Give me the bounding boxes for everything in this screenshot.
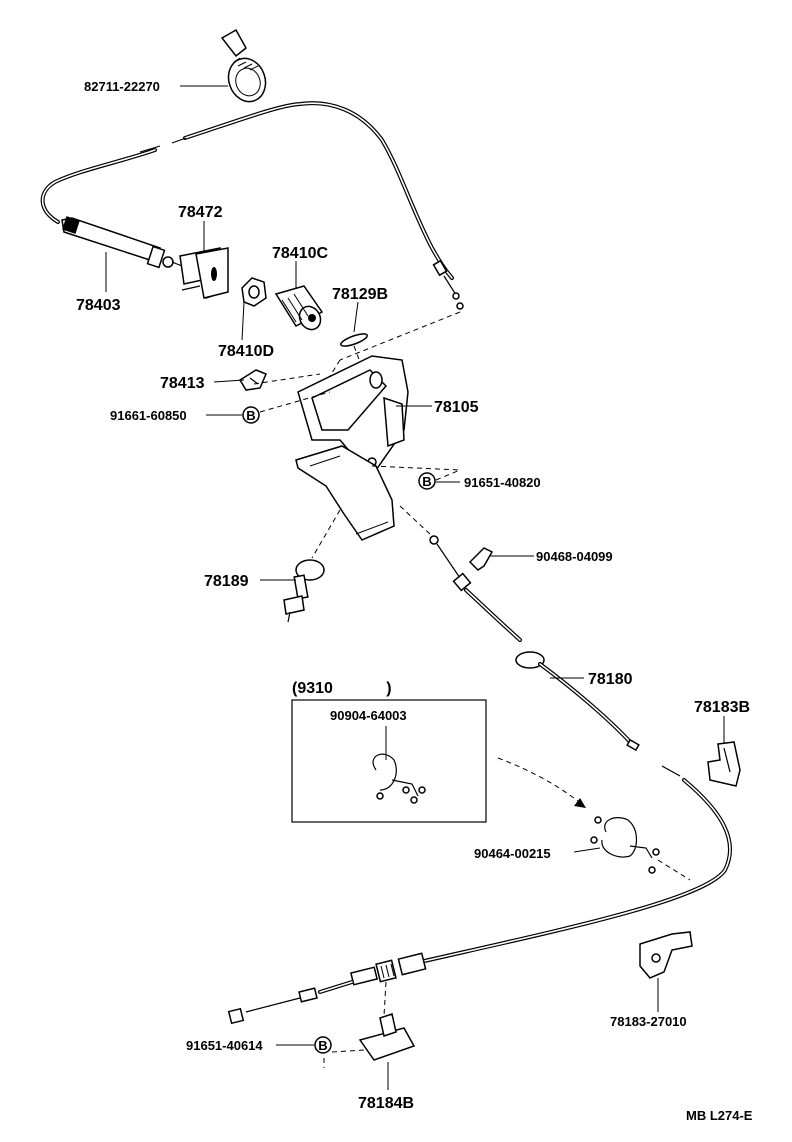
cable-78180 bbox=[429, 535, 640, 752]
label-78129B: 78129B bbox=[332, 286, 388, 303]
svg-text:B: B bbox=[318, 1038, 327, 1053]
cable-housing-78403 bbox=[61, 216, 183, 269]
label-78184B: 78184B bbox=[358, 1095, 414, 1112]
label-91661-60850: 91661-60850 bbox=[110, 408, 187, 423]
nut-78410D bbox=[241, 277, 267, 307]
bolt-marker-91651-40614: B bbox=[314, 1036, 332, 1054]
upper-cable bbox=[40, 101, 464, 310]
o-ring-78129B bbox=[340, 333, 368, 347]
label-78183B: 78183B bbox=[694, 699, 750, 716]
hose-clamp-82711 bbox=[220, 28, 267, 103]
clip-90464-00215 bbox=[590, 816, 660, 874]
label-91651-40614: 91651-40614 bbox=[186, 1038, 263, 1053]
clip-90468-04099 bbox=[468, 547, 494, 571]
label-78472: 78472 bbox=[178, 204, 223, 221]
stopper-bolt-78189 bbox=[283, 559, 325, 623]
label-90468-04099: 90468-04099 bbox=[536, 549, 613, 564]
label-90464-00215: 90464-00215 bbox=[474, 846, 551, 861]
clip-78183-27010 bbox=[639, 931, 693, 979]
label-78403: 78403 bbox=[76, 297, 121, 314]
pedal-pad bbox=[295, 445, 395, 541]
assembly-lines bbox=[253, 311, 691, 1068]
inset-arrow bbox=[497, 757, 586, 808]
lower-cable bbox=[227, 765, 732, 1025]
diagram-code: MB L274-E bbox=[686, 1108, 753, 1123]
bracket-78183B bbox=[707, 741, 741, 787]
label-90904-64003: 90904-64003 bbox=[330, 708, 407, 723]
leader-lines bbox=[105, 85, 725, 1090]
label-78410C: 78410C bbox=[272, 245, 328, 262]
label-78183-27010: 78183-27010 bbox=[610, 1014, 687, 1029]
clip-78413 bbox=[238, 369, 267, 391]
bracket-78472 bbox=[179, 247, 229, 299]
svg-text:B: B bbox=[246, 408, 255, 423]
knob-78410C bbox=[274, 285, 324, 331]
label-78189: 78189 bbox=[204, 573, 249, 590]
clip-78184B bbox=[358, 1013, 416, 1061]
label-78413: 78413 bbox=[160, 375, 205, 392]
part-labels: 82711-22270 78472 78410C 78129B 78403 78… bbox=[76, 79, 753, 1123]
bolt-marker-91661: B bbox=[242, 406, 260, 424]
label-91651-40820: 91651-40820 bbox=[464, 475, 541, 490]
label-78410D: 78410D bbox=[218, 343, 274, 360]
label-78180: 78180 bbox=[588, 671, 633, 688]
inset-box bbox=[291, 699, 487, 823]
bolt-marker-91651-40820: B bbox=[418, 472, 436, 490]
svg-text:B: B bbox=[422, 474, 431, 489]
label-82711-22270: 82711-22270 bbox=[84, 79, 160, 94]
label-9310: (9310 ) bbox=[292, 680, 392, 697]
lever-bracket-78105 bbox=[297, 355, 409, 471]
label-78105: 78105 bbox=[434, 399, 479, 416]
